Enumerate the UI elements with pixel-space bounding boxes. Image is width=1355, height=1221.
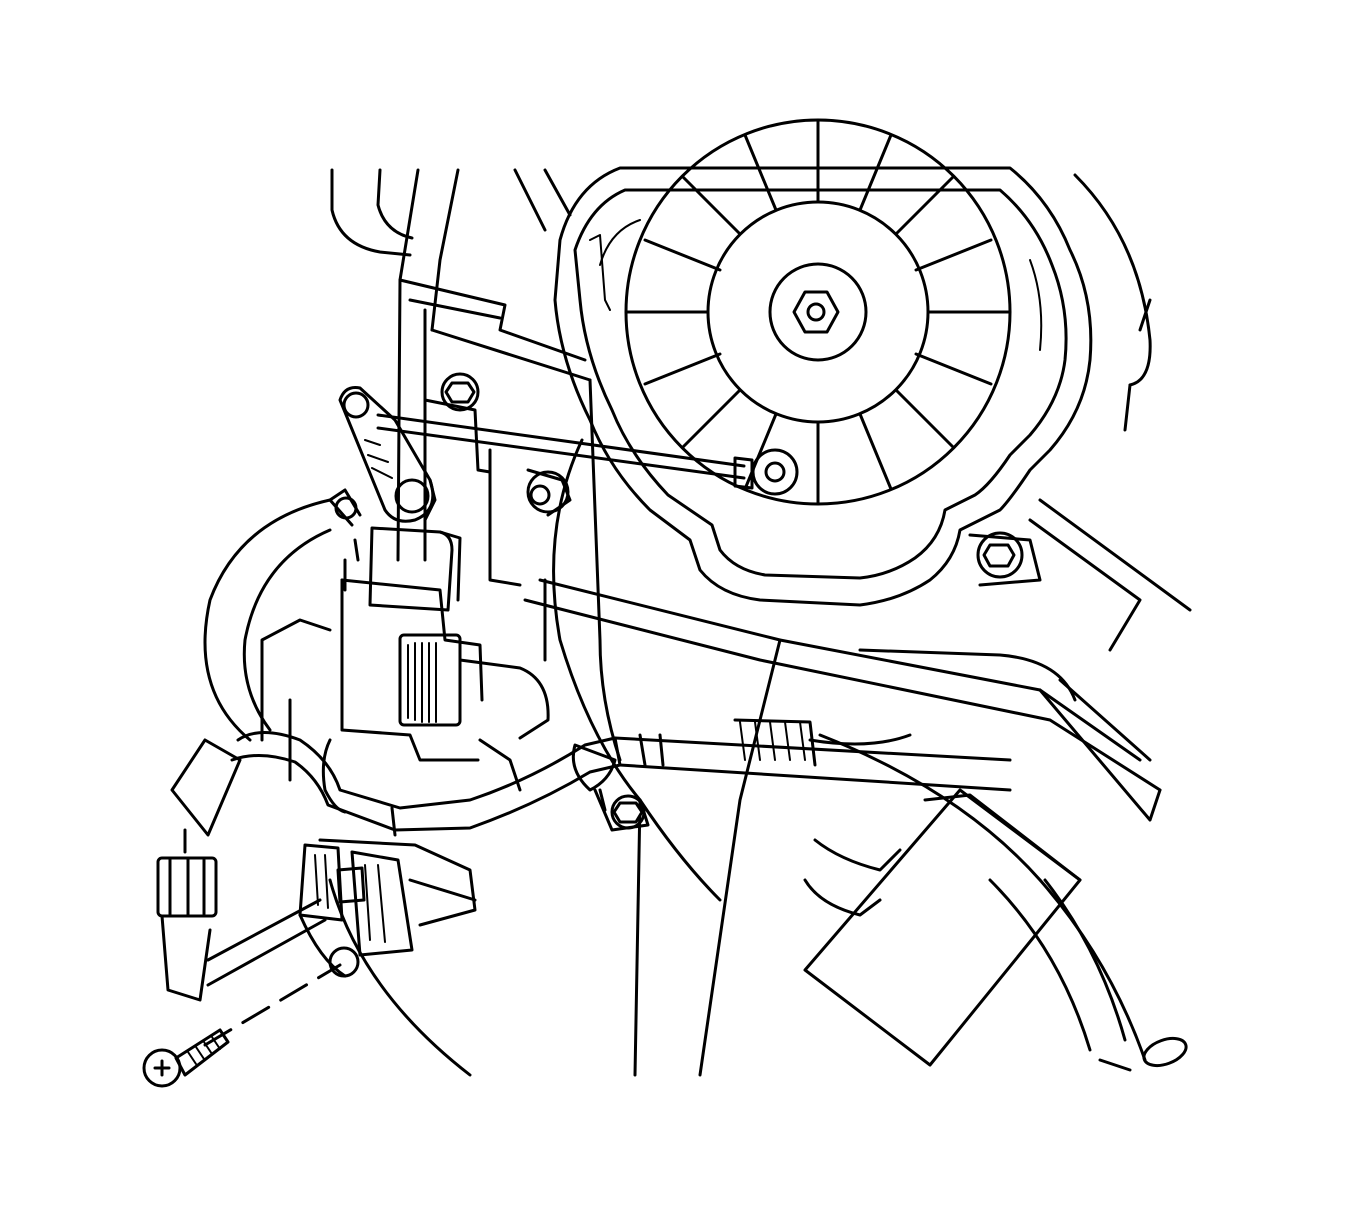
blower-wheel-icon — [553, 118, 1093, 607]
duct-arc — [203, 438, 782, 1077]
wiring-harness-icon — [230, 718, 1012, 837]
screw-icon — [142, 963, 342, 1088]
connector-icon — [156, 738, 327, 1002]
hose-icon — [803, 733, 1188, 1072]
link-rod-icon — [338, 386, 799, 523]
clip-icon — [298, 838, 477, 978]
actuator-icon — [328, 488, 550, 762]
nut-fasteners — [440, 372, 1042, 587]
